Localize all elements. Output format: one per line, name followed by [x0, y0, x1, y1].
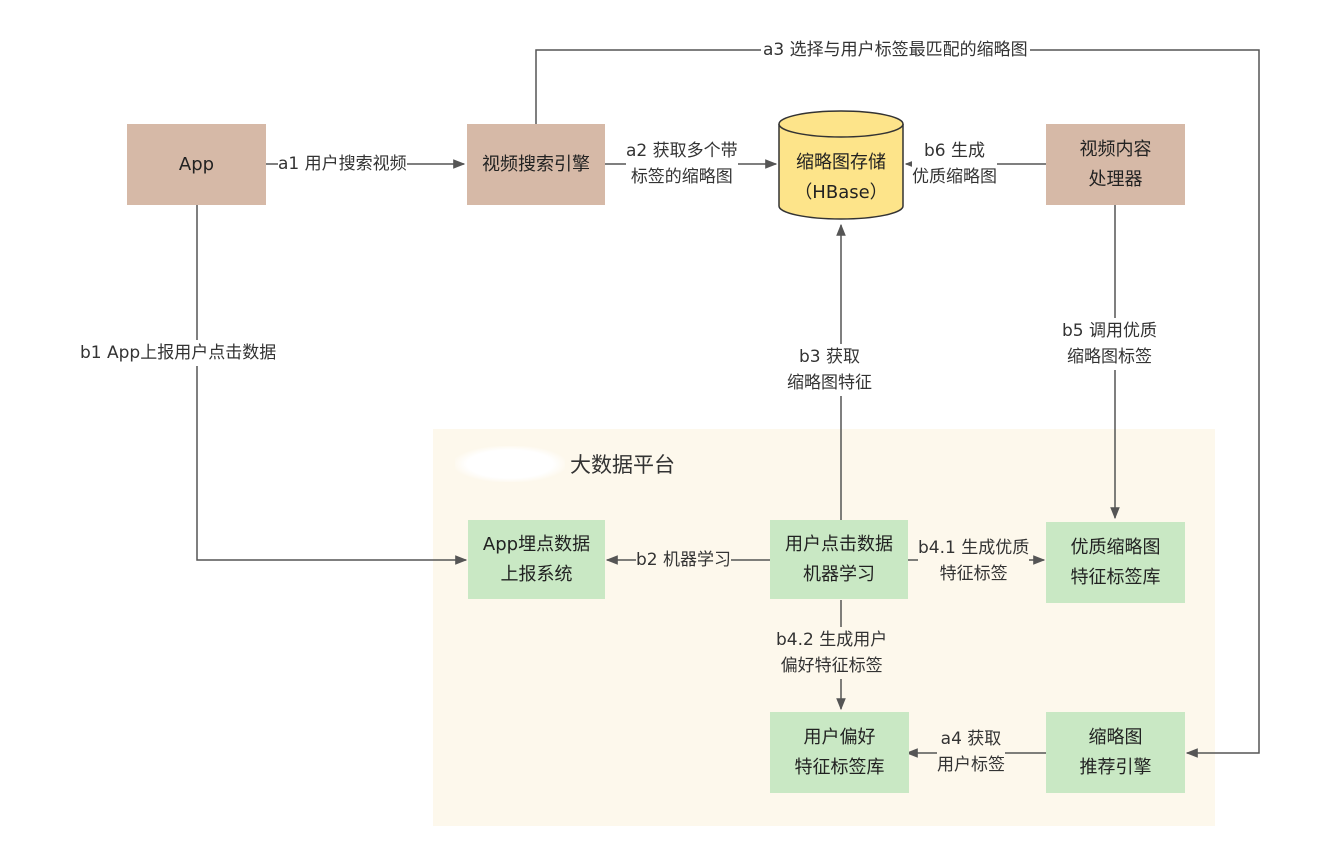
storage-cylinder-shape — [778, 110, 904, 220]
content-processor-line1: 视频内容 — [1079, 138, 1152, 160]
pref-lib-line1: 用户偏好 — [803, 726, 876, 748]
ml-line2: 机器学习 — [803, 563, 875, 585]
quality-lib-line1: 优质缩略图 — [1070, 536, 1161, 558]
quality-lib-node: 优质缩略图 特征标签库 — [1046, 522, 1185, 603]
recommender-line1: 缩略图 — [1088, 726, 1143, 748]
edge-label-b2: b2 机器学习 — [636, 547, 732, 573]
storage-tech: （HBase） — [794, 182, 888, 203]
search-engine-node: 视频搜索引擎 — [467, 124, 605, 205]
report-system-line1: App埋点数据 — [482, 533, 591, 555]
edge-a3 — [535, 49, 1260, 758]
report-system-line2: 上报系统 — [500, 563, 573, 585]
edge-label-b41: b4.1 生成优质 特征标签 — [918, 535, 1030, 587]
edge-label-a2: a2 获取多个带 标签的缩略图 — [626, 138, 738, 190]
app-node: App — [127, 124, 266, 205]
storage-name: 缩略图存储 — [796, 152, 886, 173]
ml-line1: 用户点击数据 — [785, 533, 893, 555]
edge-label-a1: a1 用户搜索视频 — [278, 151, 407, 177]
search-engine-label: 视频搜索引擎 — [482, 153, 590, 175]
quality-lib-line2: 特征标签库 — [1070, 566, 1161, 588]
report-system-node: App埋点数据 上报系统 — [468, 520, 605, 599]
platform-title: 大数据平台 — [570, 453, 675, 477]
blurred-logo — [455, 446, 565, 482]
edge-label-b3: b3 获取 缩略图特征 — [787, 344, 872, 396]
recommender-line2: 推荐引擎 — [1079, 756, 1152, 778]
edge-label-a4: a4 获取 用户标签 — [937, 726, 1005, 778]
edge-label-a3: a3 选择与用户标签最匹配的缩略图 — [761, 37, 1030, 63]
pref-lib-line2: 特征标签库 — [794, 756, 885, 778]
edge-label-b1: b1 App上报用户点击数据 — [80, 340, 277, 366]
content-processor-line2: 处理器 — [1088, 168, 1143, 190]
ml-node: 用户点击数据 机器学习 — [770, 520, 908, 599]
app-node-label: App — [178, 153, 215, 175]
edge-label-b42: b4.2 生成用户 偏好特征标签 — [776, 627, 888, 679]
pref-lib-node: 用户偏好 特征标签库 — [770, 712, 909, 793]
edge-b1 — [196, 205, 468, 565]
edge-label-b6: b6 生成 优质缩略图 — [912, 138, 997, 190]
content-processor-node: 视频内容 处理器 — [1046, 124, 1185, 205]
recommender-node: 缩略图 推荐引擎 — [1046, 712, 1185, 793]
storage-label: 缩略图存储 （HBase） — [778, 148, 904, 208]
edge-label-b5: b5 调用优质 缩略图标签 — [1062, 318, 1158, 370]
